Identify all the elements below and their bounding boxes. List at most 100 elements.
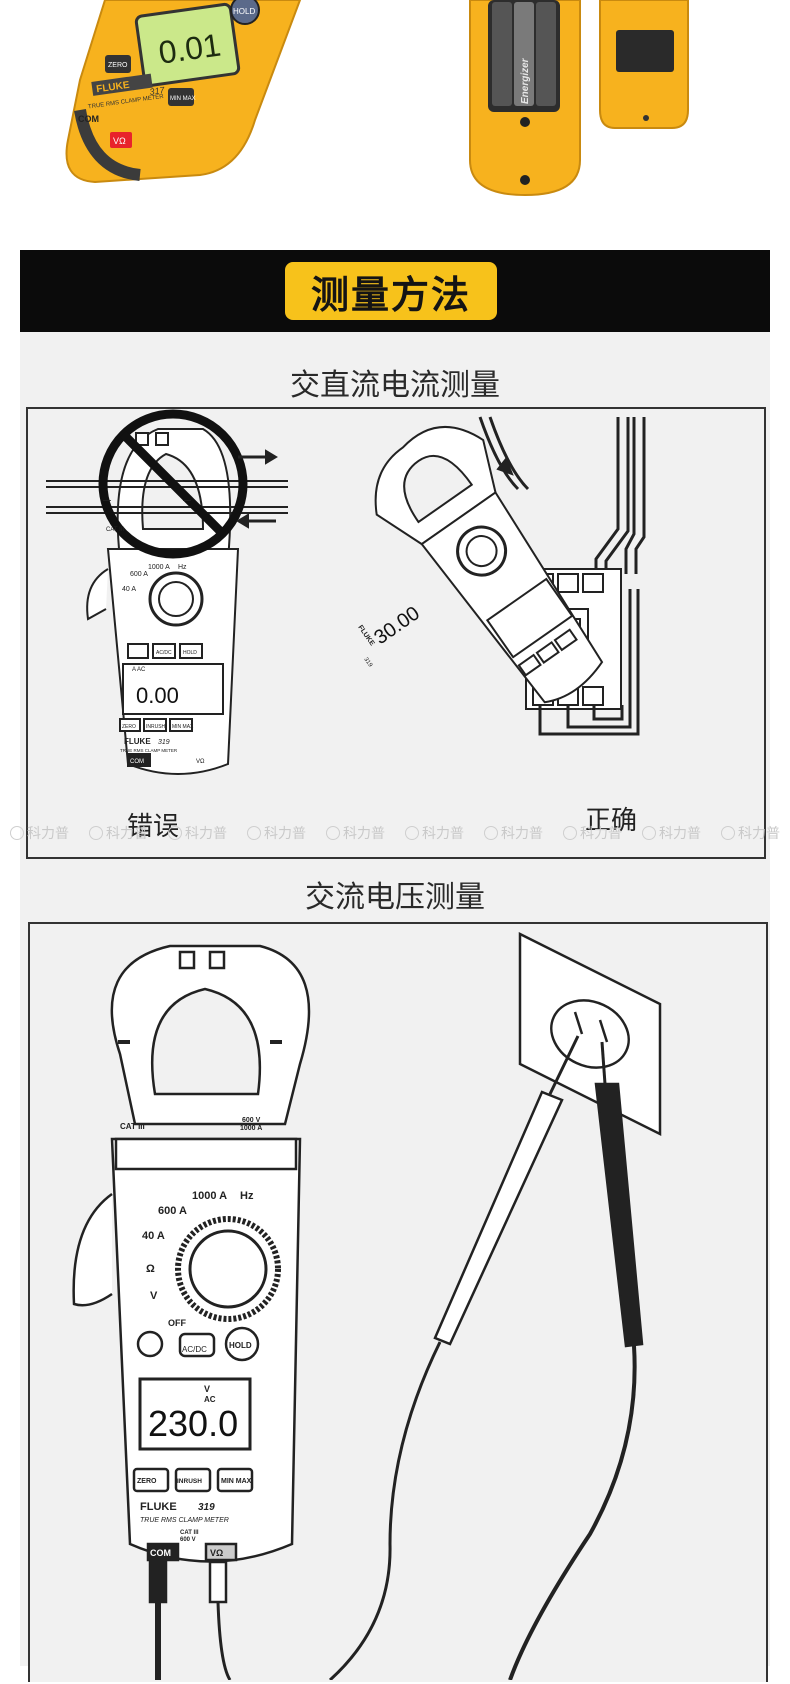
- watermark-item: 科力普: [168, 823, 227, 843]
- watermark-item: 科力普: [10, 823, 69, 843]
- battery-brand-label: Energizer: [520, 57, 531, 104]
- big-range-off: OFF: [168, 1318, 186, 1328]
- big-jack-cat-1: CAT III: [180, 1530, 199, 1536]
- wrong-subtitle: TRUE RMS CLAMP METER: [120, 748, 178, 753]
- wrong-minmax-label: MIN MAX: [172, 724, 194, 730]
- big-cat-right-2: 1000 A: [240, 1125, 262, 1132]
- right-caption: 正确: [585, 806, 638, 836]
- watermark-text: 科力普: [422, 826, 464, 842]
- big-display-unit-bottom: AC: [204, 1395, 216, 1404]
- watermark-logo-icon: [168, 826, 182, 840]
- meter-photo-front: 0.01 HOLD ZERO MIN MAX FLUKE 317 TRUE RM…: [65, 0, 302, 184]
- meter-photo-model: 317: [149, 85, 166, 97]
- wrong-brand: FLUKE: [124, 737, 151, 746]
- big-range-hz: Hz: [240, 1190, 254, 1202]
- wrong-range-1000a: 1000 A: [148, 564, 170, 571]
- voltage-measurement-diagram: CAT III 600 V 1000 A 1000 A Hz 600 A 40 …: [28, 922, 768, 1682]
- wrong-acdc-label: AC/DC: [156, 650, 172, 656]
- watermark-text: 科力普: [27, 826, 69, 842]
- watermark-logo-icon: [405, 826, 419, 840]
- big-range-600a: 600 A: [158, 1205, 187, 1217]
- wrong-method-illustration: [46, 409, 288, 775]
- watermark-logo-icon: [247, 826, 261, 840]
- test-probes-illustration: [328, 1035, 644, 1682]
- current-diagram-svg: – – CAT III 1000 A Hz 600 A 40 A A AC 0.…: [46, 409, 646, 775]
- big-vohm-label: VΩ: [210, 1548, 223, 1558]
- watermark-strip: 科力普 科力普 科力普 科力普 科力普 科力普 科力普 科力普 科力普 科力普: [0, 820, 790, 846]
- wrong-model: 319: [158, 739, 170, 746]
- big-meter-labels: CAT III 600 V 1000 A 1000 A Hz 600 A 40 …: [120, 1117, 262, 1558]
- meter-photo-vohm-label: VΩ: [113, 136, 126, 146]
- big-minmax-label: MIN MAX: [221, 1478, 252, 1485]
- big-display-unit-top: V: [204, 1384, 210, 1394]
- big-cat-right-1: 600 V: [242, 1117, 261, 1124]
- meter-photo-com-label: COM: [78, 114, 99, 124]
- watermark-text: 科力普: [501, 826, 543, 842]
- meter-photo-front-display: 0.01: [156, 27, 223, 71]
- wrong-hold-label: HOLD: [183, 650, 197, 656]
- watermark-logo-icon: [642, 826, 656, 840]
- watermark-text: 科力普: [343, 826, 385, 842]
- meter-photo-brand: FLUKE: [96, 80, 131, 96]
- watermark-logo-icon: [721, 826, 735, 840]
- watermark-text: 科力普: [185, 826, 227, 842]
- watermark-text: 科力普: [659, 826, 701, 842]
- meter-photo-hold-label: HOLD: [233, 7, 255, 16]
- watermark-text: 科力普: [738, 826, 780, 842]
- svg-text:–: –: [183, 491, 191, 507]
- banner-title: 测量方法: [310, 272, 471, 317]
- big-range-40a: 40 A: [142, 1230, 165, 1242]
- big-display-value: 230.0: [148, 1403, 238, 1444]
- banner-title-pill: 测量方法: [285, 262, 497, 320]
- watermark-text: 科力普: [264, 826, 306, 842]
- wrong-cat-label: CAT III: [106, 527, 124, 533]
- wrong-com-label: COM: [130, 759, 144, 765]
- watermark-item: 科力普: [405, 823, 464, 843]
- big-jack-cat-2: 600 V: [180, 1537, 196, 1543]
- right-display-value: 30.00: [370, 602, 424, 649]
- watermark-item: 科力普: [326, 823, 385, 843]
- section-title-voltage: 交流电压测量: [305, 880, 485, 915]
- wrong-inrush-label: INRUSH: [146, 724, 166, 730]
- current-measurement-diagram: – – CAT III 1000 A Hz 600 A 40 A A AC 0.…: [26, 407, 766, 859]
- big-model: 319: [198, 1502, 215, 1513]
- watermark-text: 科力普: [580, 826, 622, 842]
- big-range-ohm: Ω: [146, 1263, 155, 1275]
- big-com-label: COM: [150, 1548, 171, 1558]
- wrong-range-40a: 40 A: [122, 586, 136, 593]
- big-brand: FLUKE: [140, 1501, 177, 1513]
- big-acdc-label: AC/DC: [182, 1345, 207, 1354]
- big-range-v: V: [150, 1290, 158, 1302]
- wrong-meter-labels: – – CAT III 1000 A Hz 600 A 40 A A AC 0.…: [103, 491, 205, 765]
- watermark-item: 科力普: [721, 823, 780, 843]
- wrong-zero-label: ZERO: [122, 724, 136, 730]
- battery-cover-photo: [599, 0, 689, 129]
- voltage-diagram-svg: CAT III 600 V 1000 A 1000 A Hz 600 A 40 …: [72, 931, 662, 1682]
- watermark-item: 科力普: [563, 823, 622, 843]
- meter-photo-back: Energizer: [469, 0, 581, 197]
- watermark-item: 科力普: [89, 823, 148, 843]
- big-zero-label: ZERO: [137, 1478, 157, 1485]
- big-meter-illustration: [72, 944, 311, 1681]
- big-range-1000a: 1000 A: [192, 1190, 227, 1202]
- watermark-logo-icon: [563, 826, 577, 840]
- wrong-display-unit: A AC: [132, 667, 146, 673]
- meter-photo-minmax-label: MIN MAX: [170, 96, 196, 102]
- big-cat-left: CAT III: [120, 1122, 145, 1131]
- wrong-display-value: 0.00: [136, 683, 179, 708]
- wrong-vohm-label: VΩ: [196, 759, 205, 765]
- right-model: 319: [362, 657, 373, 669]
- watermark-logo-icon: [484, 826, 498, 840]
- watermark-item: 科力普: [247, 823, 306, 843]
- wrong-range-600a: 600 A: [130, 571, 148, 578]
- big-hold-label: HOLD: [229, 1341, 252, 1350]
- top-product-photos: 0.01 HOLD ZERO MIN MAX FLUKE 317 TRUE RM…: [65, 0, 689, 197]
- meter-photo-zero-label: ZERO: [108, 62, 128, 69]
- watermark-item: 科力普: [484, 823, 543, 843]
- section-title-current: 交直流电流测量: [290, 368, 500, 403]
- watermark-logo-icon: [326, 826, 340, 840]
- right-method-illustration: [374, 416, 646, 736]
- wrong-range-hz: Hz: [178, 564, 187, 571]
- svg-text:–: –: [103, 491, 111, 507]
- big-inrush-label: INRUSH: [177, 1478, 202, 1485]
